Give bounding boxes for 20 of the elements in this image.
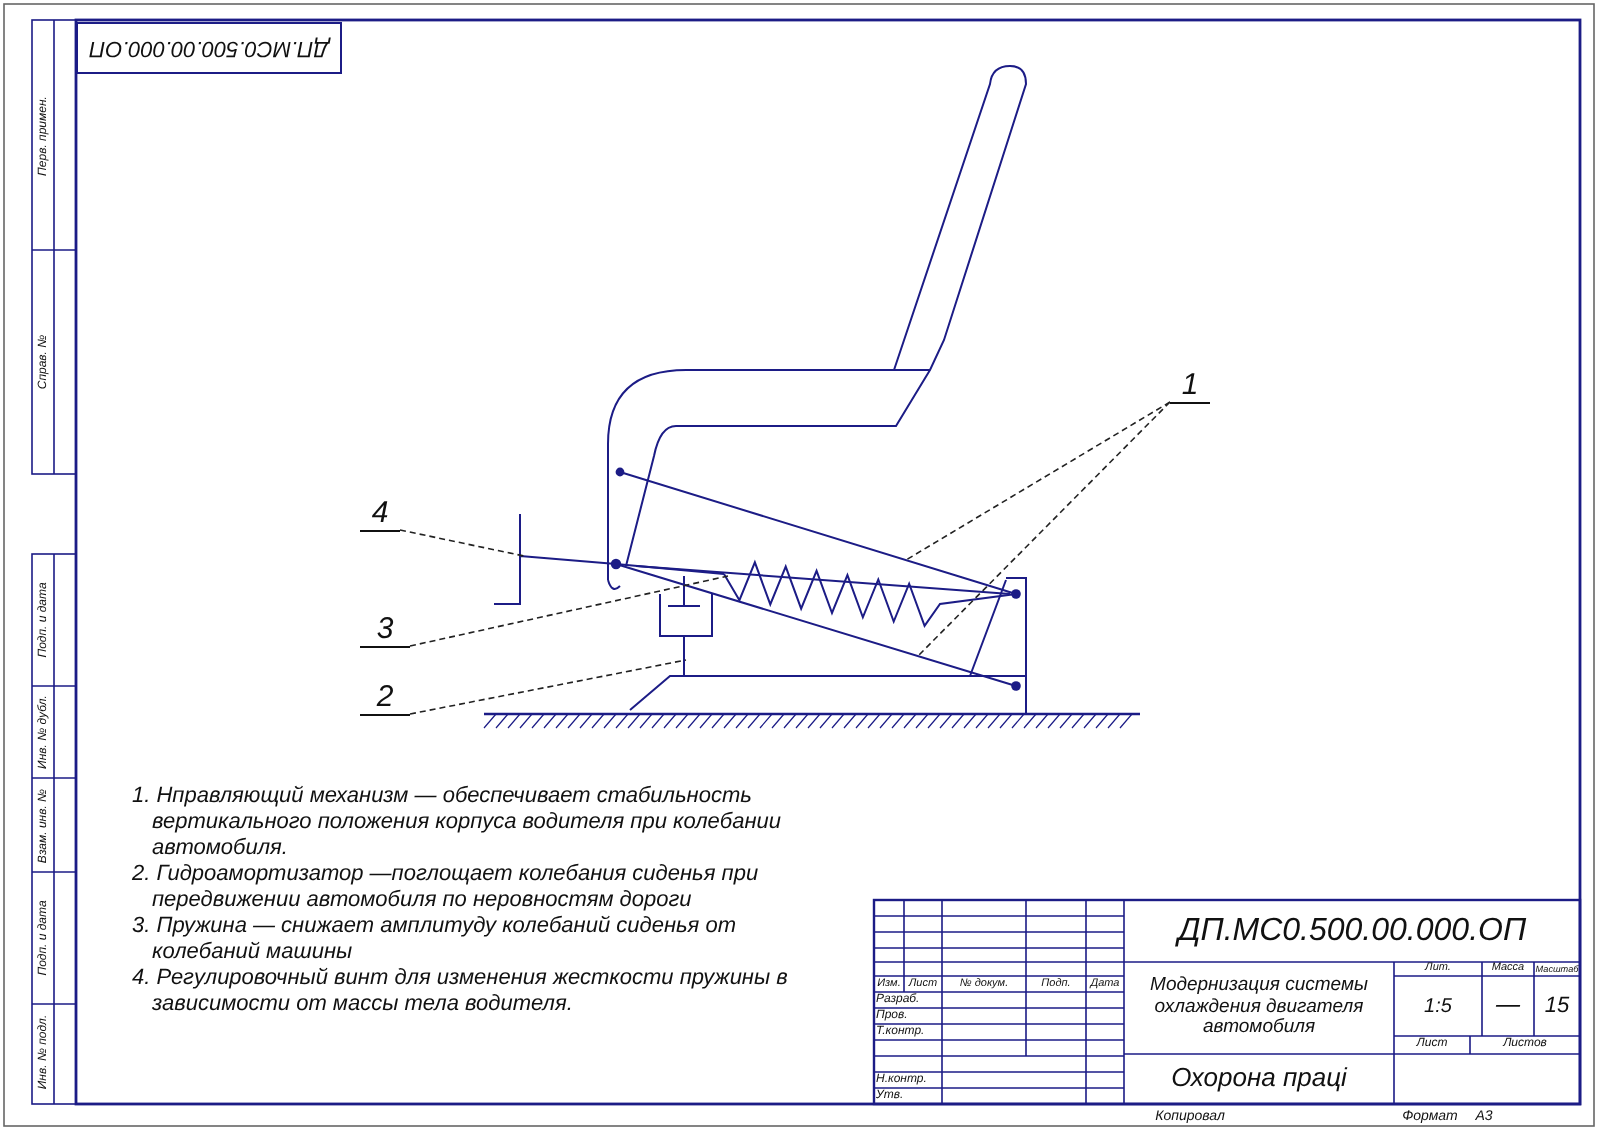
document-code: ДП.МС0.500.00.000.ОП [1173, 911, 1529, 952]
leader-line [409, 659, 687, 715]
leader-line [409, 575, 729, 647]
note-text: 2. Гидроамортизатор —поглощает колебания сиденья при передвижении автомобиля по неровностям дороги [132, 862, 761, 914]
callout-number: 2 [360, 682, 410, 716]
note-text: 1. Нправляющий механизм — обеспечивает стабильность вертикального положения корпуса водителя при колебании автомобиля. [132, 784, 783, 862]
callout-number: 1 [1170, 370, 1210, 404]
title-block-label: — [1494, 988, 1522, 1023]
note-text: 3. Пружина — снижает амплитуду колебаний сиденья от колебаний машины [132, 914, 738, 966]
callout-number: 4 [360, 498, 400, 532]
note-text: 4. Регулировочный винт для изменения жесткости пружины в зависимости от массы тела водителя. [132, 966, 790, 1018]
title-block-label: 15 [1542, 991, 1572, 1022]
callout-number: 3 [360, 614, 410, 648]
leader-line [399, 529, 525, 557]
drawing-title: Охорона праці [1169, 1060, 1350, 1097]
leader-line [917, 401, 1171, 657]
drawing-title: Модернизация системы охлаждения двигателя автомобиля [1148, 972, 1370, 1043]
title-block-label: 1:5 [1422, 993, 1454, 1021]
leader-line [905, 401, 1171, 561]
document-code: ДП.МС0.500.00.000.ОП [76, 22, 342, 74]
